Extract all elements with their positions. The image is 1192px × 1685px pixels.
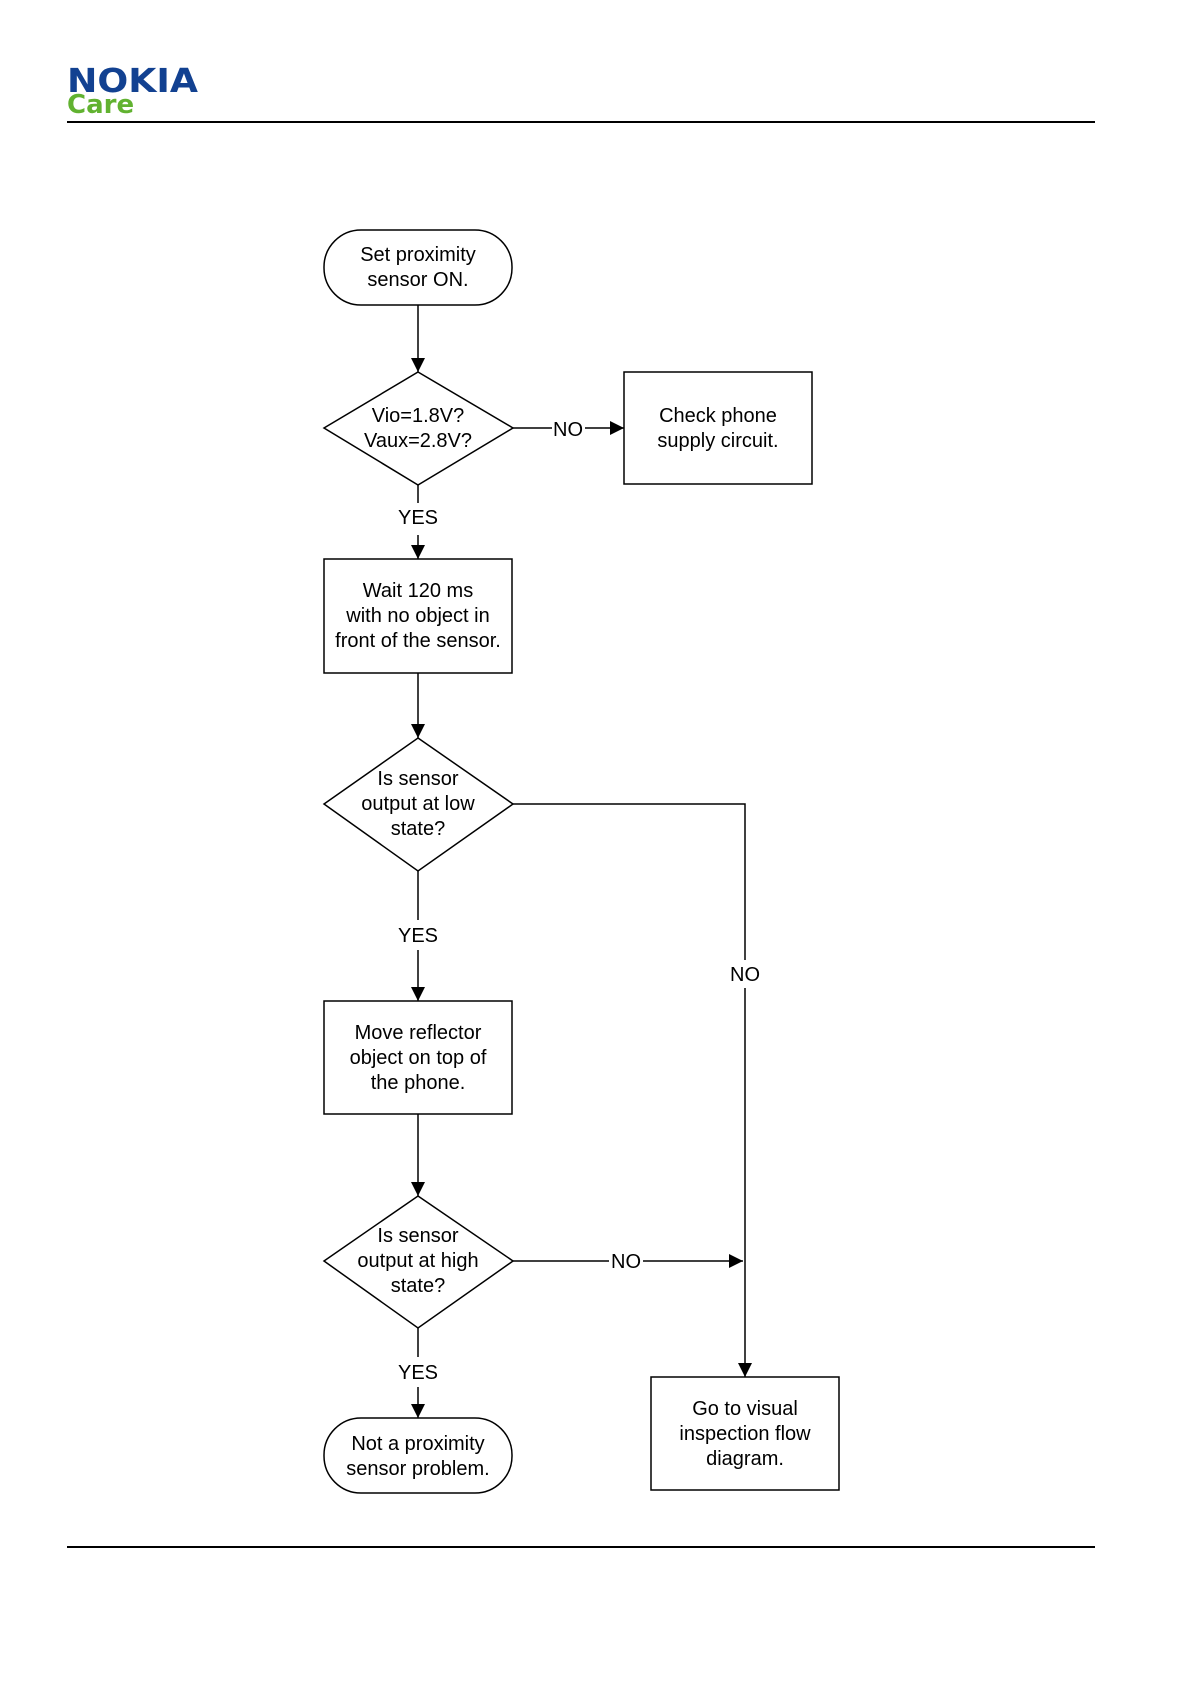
voltage-decision-text: Vio=1.8V?Vaux=2.8V?	[364, 405, 472, 452]
wait-box	[323, 558, 513, 674]
start-terminal	[323, 229, 513, 306]
end-terminal	[323, 1417, 513, 1494]
label-no-low: NO	[730, 964, 760, 986]
voltage-decision	[322, 371, 515, 486]
check-supply-box	[623, 371, 813, 485]
label-yes-high: YES	[398, 1362, 438, 1384]
header-rule	[67, 121, 1095, 123]
visual-inspection-box	[650, 1376, 840, 1491]
label-no-supply: NO	[553, 419, 583, 441]
high-state-decision	[322, 1195, 515, 1329]
care-wordmark: Care	[67, 90, 135, 120]
nokia-wordmark: NOKIA	[67, 61, 198, 100]
low-state-decision	[322, 737, 515, 872]
label-yes-voltage: YES	[398, 507, 438, 529]
label-no-high: NO	[611, 1251, 641, 1273]
footer-rule	[67, 1546, 1095, 1548]
connector-low-no-right	[513, 803, 746, 960]
label-yes-low: YES	[398, 925, 438, 947]
move-reflector-box	[323, 1000, 513, 1115]
